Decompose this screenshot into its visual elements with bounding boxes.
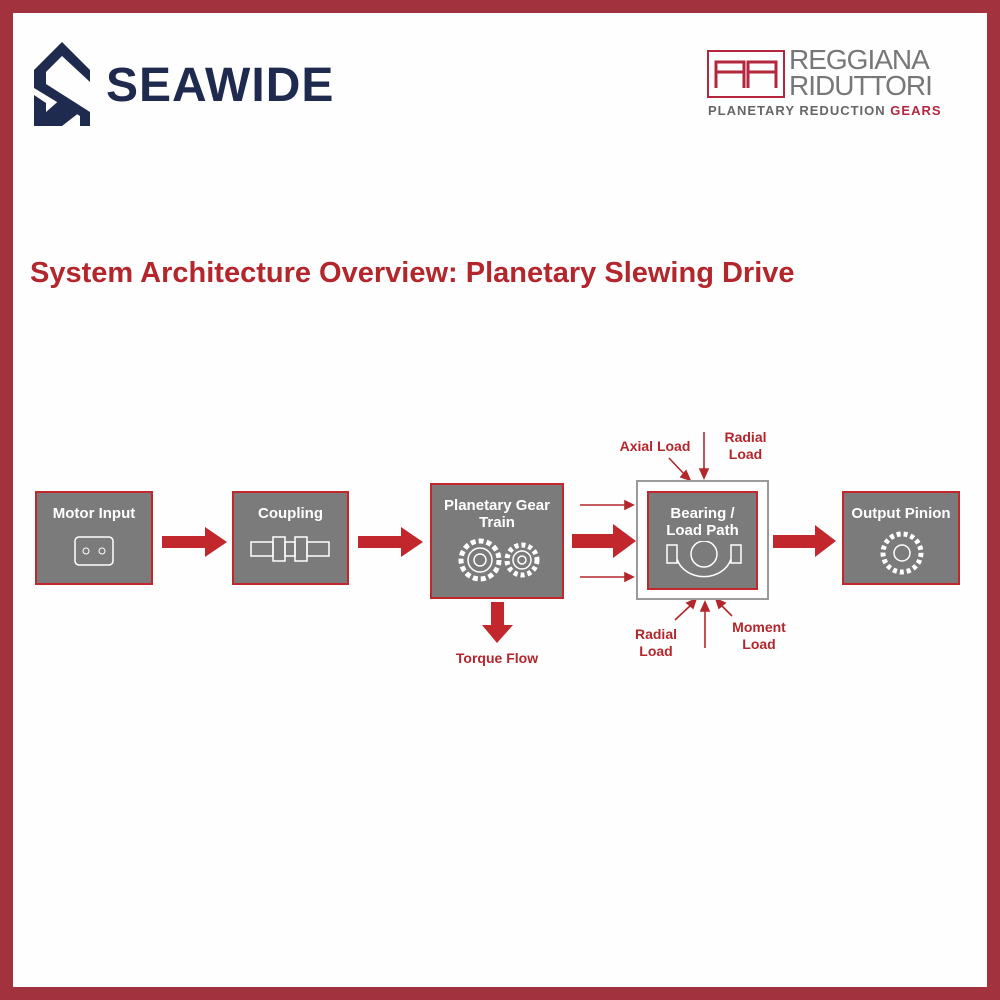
- reggiana-logo-line2: RIDUTTORI: [789, 70, 933, 101]
- motor-icon: [74, 536, 114, 566]
- torque-flow-label: Torque Flow: [455, 650, 539, 666]
- side-arrow-bottom: [580, 571, 635, 583]
- block-label: Planetary Gear Train: [444, 497, 550, 531]
- reggiana-logo-line1: REGGIANA: [789, 44, 930, 75]
- bearing-icon: [666, 541, 742, 578]
- seawide-logo-icon: [34, 42, 90, 126]
- pinion-icon: [880, 531, 924, 575]
- tagline-main: PLANETARY REDUCTION: [708, 103, 886, 118]
- arrow-bearing-output: [773, 525, 836, 557]
- block-output-pinion: Output Pinion: [842, 491, 960, 585]
- block-label: Coupling: [258, 505, 323, 522]
- block-coupling: Coupling: [232, 491, 349, 585]
- side-arrow-top: [580, 499, 635, 511]
- bottom-up-arrow: [699, 600, 711, 648]
- block-label: Output Pinion: [851, 505, 951, 522]
- block-motor-input: Motor Input: [35, 491, 153, 585]
- block-label: Motor Input: [52, 505, 136, 522]
- moment-load-label: Moment Load: [732, 619, 786, 652]
- page-title: System Architecture Overview: Planetary …: [30, 257, 795, 289]
- block-label: Bearing / Load Path: [666, 505, 739, 539]
- radial-load-bottom-label: Radial Load: [634, 626, 677, 659]
- block-bearing-load-path: Bearing / Load Path: [647, 491, 758, 590]
- coupling-icon: [250, 536, 330, 562]
- seawide-logo-text: SEAWIDE: [106, 59, 335, 112]
- torque-flow-arrow: [482, 602, 513, 643]
- gears-icon: [458, 538, 540, 582]
- arrow-coupling-planetary: [358, 527, 423, 557]
- moment-load-arrow: [714, 597, 733, 617]
- radial-load-top-arrow: [698, 432, 710, 480]
- radial-load-bottom-arrow: [674, 597, 698, 621]
- reggiana-logo-icon: [707, 50, 785, 98]
- axial-load-label: Axial Load: [619, 438, 691, 454]
- arrow-motor-coupling: [162, 527, 227, 557]
- block-planetary-gear-train: Planetary Gear Train: [430, 483, 564, 599]
- axial-load-arrow: [668, 457, 692, 482]
- reggiana-tagline: PLANETARY REDUCTION GEARS: [708, 103, 942, 118]
- radial-load-top-label: Radial Load: [724, 429, 767, 462]
- tagline-gears: GEARS: [890, 103, 942, 118]
- arrow-planetary-bearing: [572, 524, 636, 558]
